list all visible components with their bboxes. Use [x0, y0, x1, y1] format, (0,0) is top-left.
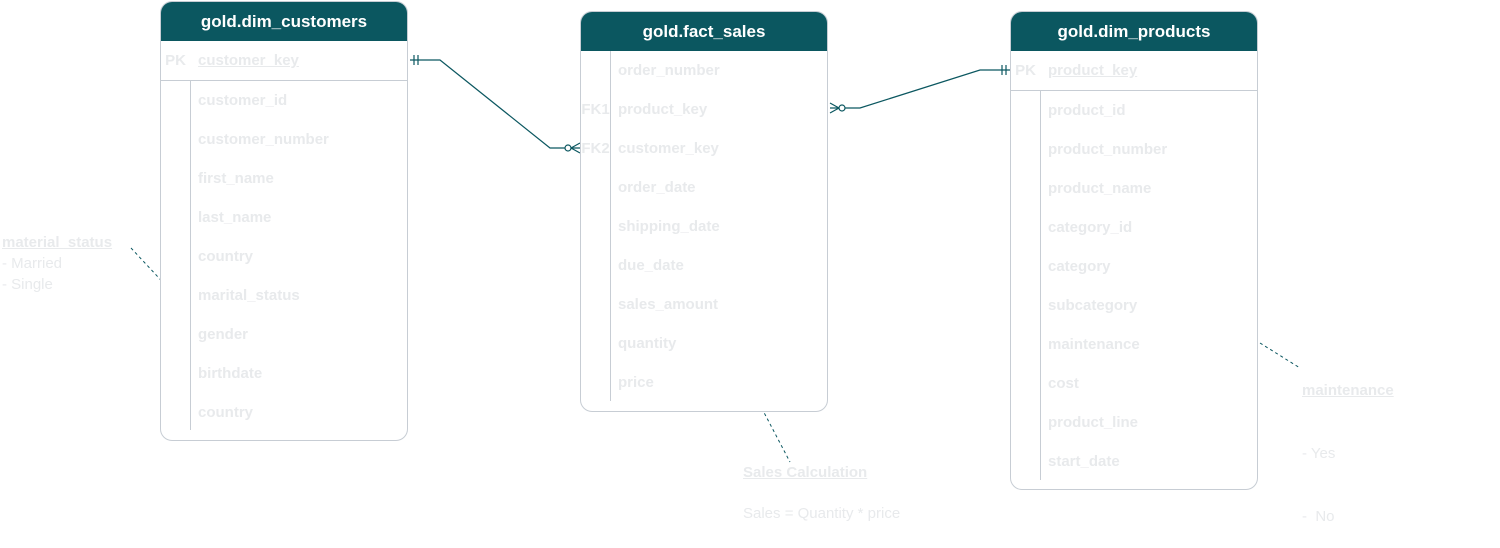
connector-products-sales — [829, 65, 1010, 114]
field-row[interactable]: birthdate — [198, 365, 263, 382]
field-row[interactable]: last_name — [198, 209, 272, 226]
pk-row[interactable]: PK product_key — [1011, 51, 1257, 91]
column-divider — [1040, 90, 1041, 480]
pk-label: PK — [165, 52, 186, 69]
table-title: gold.dim_products — [1011, 12, 1257, 51]
note-title: Sales Calculation — [743, 464, 868, 481]
pk-field: customer_key — [198, 52, 299, 69]
field-row[interactable]: due_date — [618, 257, 684, 274]
field-row[interactable]: product_id — [1048, 102, 1126, 119]
field-row[interactable]: marital_status — [198, 287, 300, 304]
field-row[interactable]: product_line — [1048, 414, 1139, 431]
field-row[interactable]: category_id — [1048, 219, 1133, 236]
column-divider — [190, 80, 191, 430]
note-line: - Single — [2, 276, 53, 293]
field-row[interactable]: product_name — [1048, 180, 1152, 197]
field-row[interactable]: subcategory — [1048, 297, 1138, 314]
note-line: - Married — [2, 255, 63, 272]
fk-label: FK1 — [581, 101, 610, 118]
pk-row[interactable]: PK customer_key — [161, 41, 407, 81]
field-row[interactable]: sales_amount — [618, 296, 719, 313]
table-dim-customers[interactable]: gold.dim_customers PK customer_key custo… — [160, 1, 408, 441]
note-line: - Yes — [1302, 445, 1336, 462]
field-row[interactable]: category — [1048, 258, 1111, 275]
field-row[interactable]: order_number — [618, 62, 720, 79]
note-link-maintenance — [1259, 342, 1301, 369]
note-formula: Sales = Quantity * price — [743, 505, 901, 522]
field-row[interactable]: order_date — [618, 179, 696, 196]
note-title: maintenance — [1302, 382, 1394, 399]
field-row[interactable]: cost — [1048, 375, 1079, 392]
field-row[interactable]: first_name — [198, 170, 274, 187]
field-row[interactable]: shipping_date — [618, 218, 720, 235]
note-material-status[interactable]: material_status - Married - Single — [2, 232, 112, 295]
fk-label: FK2 — [581, 140, 610, 157]
table-dim-products[interactable]: gold.dim_products PK product_key product… — [1010, 11, 1258, 490]
table-title: gold.dim_customers — [161, 2, 407, 41]
field-row[interactable]: product_number — [1048, 141, 1168, 158]
note-title: material_status — [2, 234, 113, 251]
field-row[interactable]: gender — [198, 326, 249, 343]
note-sales-calculation[interactable]: Sales Calculation Sales = Quantity * pri… — [743, 462, 900, 524]
field-row[interactable]: customer_id — [198, 92, 288, 109]
column-divider — [610, 51, 611, 401]
connector-customers-sales — [410, 55, 581, 154]
pk-label: PK — [1015, 62, 1036, 79]
pk-field: product_key — [1048, 62, 1138, 79]
field-row[interactable]: maintenance — [1048, 336, 1140, 353]
field-row[interactable]: country — [198, 248, 254, 265]
field-row[interactable]: start_date — [1048, 453, 1120, 470]
table-title: gold.fact_sales — [581, 12, 827, 51]
note-maintenance[interactable]: maintenance - Yes - No — [1302, 338, 1394, 548]
field-row[interactable]: customer_number — [198, 131, 329, 148]
note-line: - No — [1302, 508, 1335, 525]
field-row[interactable]: quantity — [618, 335, 677, 352]
field-row[interactable]: price — [618, 374, 654, 391]
field-row[interactable]: country — [198, 404, 254, 421]
